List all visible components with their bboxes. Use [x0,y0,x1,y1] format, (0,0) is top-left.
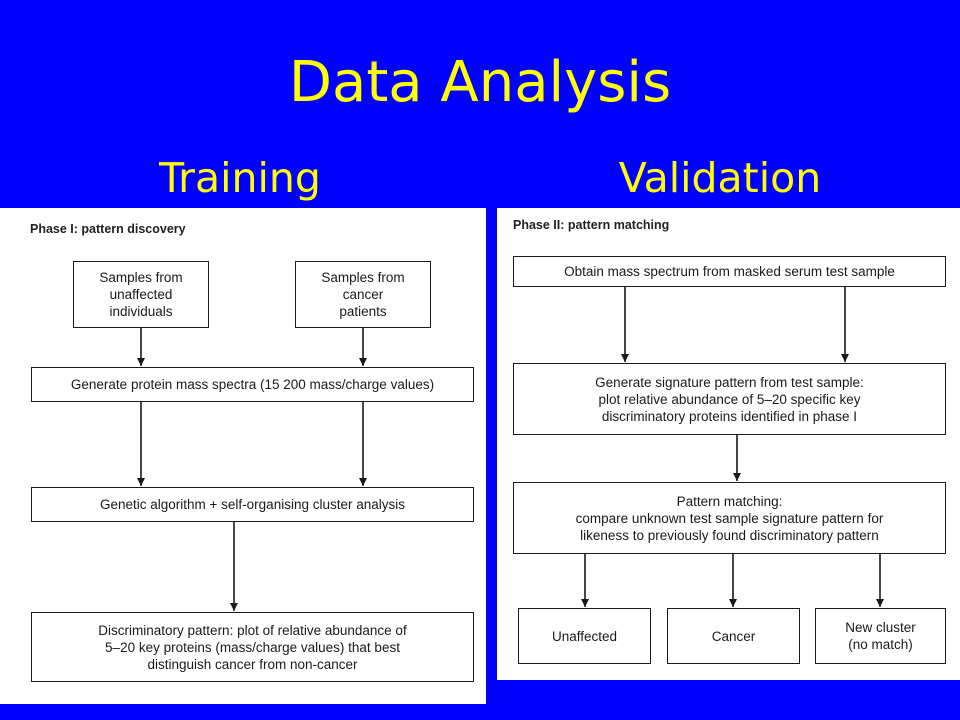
box-text-line: patients [339,304,387,319]
box-text-line: Genetic algorithm + self-organising clus… [99,497,405,512]
cancer-outcome-box: Cancer [667,608,800,664]
box-text-line: Pattern matching: [676,493,783,509]
validation-heading: Validation [618,154,822,202]
signature-pattern-box: Generate signature pattern from test sam… [513,363,946,435]
unaffected-outcome-box: Unaffected [518,608,651,664]
box-text-line: plot relative abundance of 5–20 specific… [598,391,861,407]
box-text-line: Unaffected [551,628,618,644]
box-text-line: unaffected [109,287,173,302]
box-text-line: (no match) [848,637,913,652]
genetic-algorithm-box: Genetic algorithm + self-organising clus… [31,487,474,522]
phase2-label: Phase II: pattern matching [513,218,670,232]
box-text-line: Samples from [321,270,405,285]
obtain-spectrum-box: Obtain mass spectrum from masked serum t… [513,256,946,287]
box-text-line: 5–20 key proteins (mass/charge values) t… [105,639,400,655]
training-heading: Training [159,154,321,202]
box-text-line: Samples from [99,270,183,285]
box-text-line: Generate protein mass spectra (15 200 ma… [70,377,435,392]
box-text-line: individuals [109,304,173,319]
box-text-line: Obtain mass spectrum from masked serum t… [564,264,895,279]
box-text-line: cancer [342,287,384,302]
slide-title: Data Analysis [288,50,672,115]
phase1-label: Phase I: pattern discovery [30,222,186,236]
generate-spectra-box: Generate protein mass spectra (15 200 ma… [31,367,474,402]
box-text-line: Cancer [711,628,756,644]
box-text-line: Generate signature pattern from test sam… [595,374,864,390]
new-cluster-outcome-box: New cluster (no match) [815,608,946,664]
discriminatory-pattern-box: Discriminatory pattern: plot of relative… [31,612,474,682]
unaffected-samples-box: Samples from unaffected individuals [73,261,209,328]
box-text-line: Discriminatory pattern: plot of relative… [98,622,407,638]
box-text-line: likeness to previously found discriminat… [580,527,879,543]
pattern-matching-box: Pattern matching:compare unknown test sa… [513,482,946,554]
box-text-line: distinguish cancer from non-cancer [147,656,358,672]
box-text-line: discriminatory proteins identified in ph… [601,408,858,424]
box-text-line: New cluster [845,620,916,635]
box-text-line: compare unknown test sample signature pa… [575,510,884,526]
cancer-samples-box: Samples from cancer patients [295,261,431,328]
